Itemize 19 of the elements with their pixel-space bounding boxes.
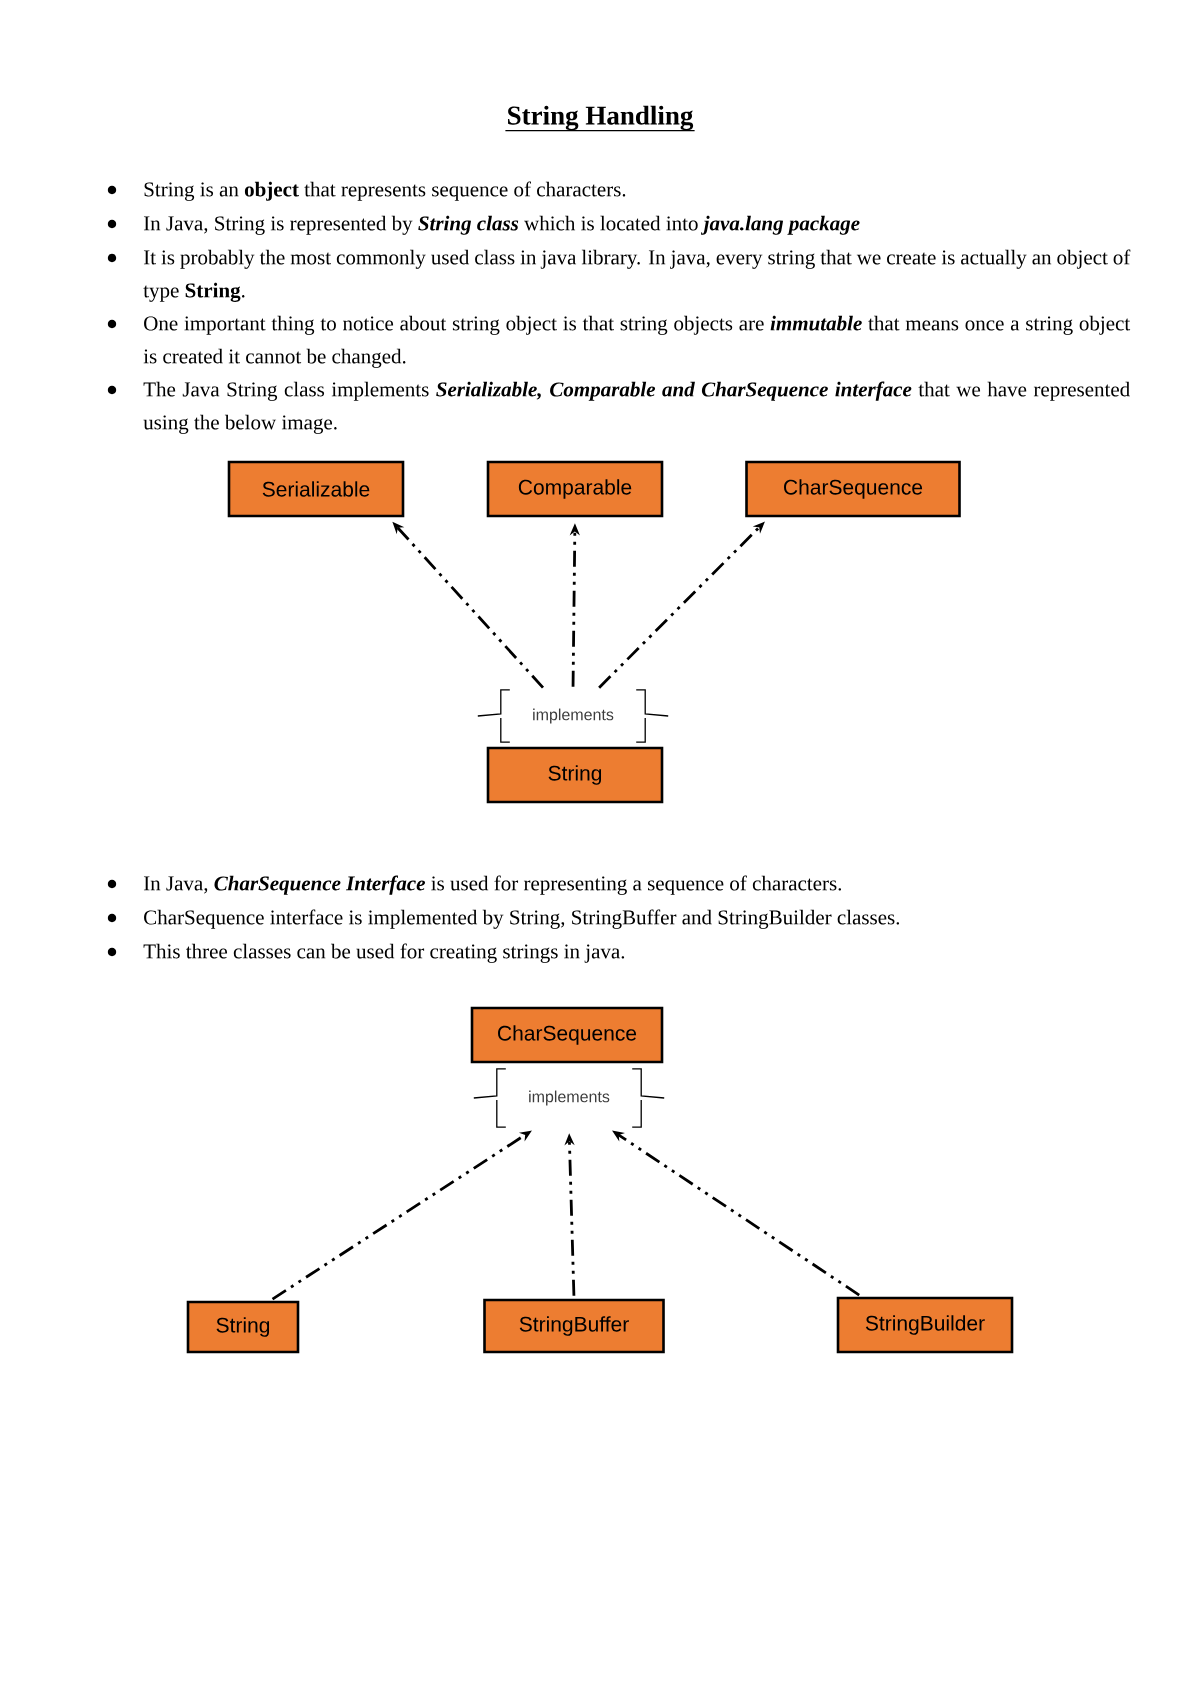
bullet-text: It is probably the most commonly used class in java library. In java, every string that we create is actually an object of type String. [143,249,1131,302]
class-box: String [486,746,664,804]
class-box: Comparable [486,460,664,518]
title: String Handling [504,105,696,132]
class-box: StringBuffer [483,1298,665,1354]
bullet-text: The Java String class implements Serializable, Comparable and CharSequence interface that we have represented using the below image. [143,381,1130,434]
class-box: CharSequence [745,460,961,518]
implements-bracket: implements [473,1068,665,1128]
bullet-text: In Java, CharSequence Interface is used for representing a sequence of characters. [143,875,842,895]
bullet-text: One important thing to notice about string object is that string objects are immutable that means once a string object is created it cannot be changed. [143,315,1131,368]
implements-bracket: implements [477,689,669,743]
class-box: StringBuilder [836,1296,1014,1354]
class-box: String [186,1300,300,1354]
bullet-text: This three classes can be used for creating strings in java. [143,943,625,963]
class-box: CharSequence [470,1006,664,1064]
bullet-text: CharSequence interface is implemented by String, StringBuffer and StringBuilder classes. [144,909,900,929]
class-box: Serializable [227,460,405,518]
bullet-text: String is an object that represents sequence of characters. [144,181,626,201]
bullet-text: In Java, String is represented by String class which is located intojava.lang package [143,215,860,235]
